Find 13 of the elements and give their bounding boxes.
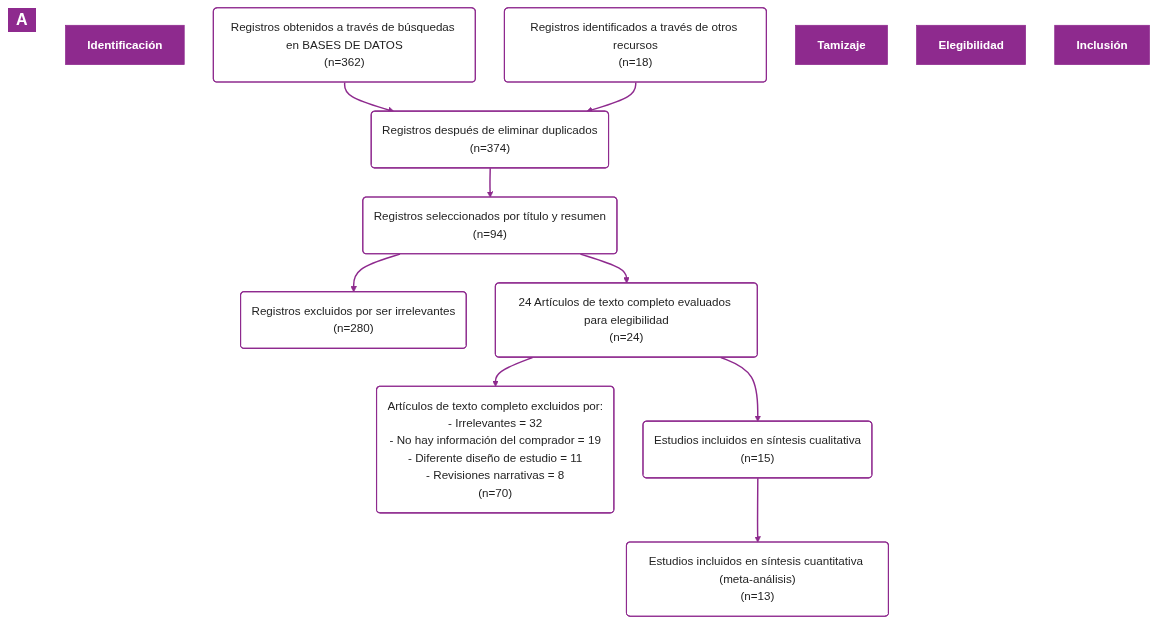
node-box: Inclusión xyxy=(1054,24,1150,65)
node-box: Elegibilidad xyxy=(916,24,1026,65)
arrow xyxy=(350,253,401,293)
panel-letter: A xyxy=(8,8,36,32)
node-box: Tamizaje xyxy=(795,24,888,65)
arrow xyxy=(343,81,395,113)
arrow xyxy=(754,477,761,543)
arrow xyxy=(486,167,494,198)
arrow xyxy=(492,356,534,387)
arrow xyxy=(579,253,630,284)
node-box: Identificación xyxy=(65,24,185,65)
arrow xyxy=(720,356,761,422)
arrow xyxy=(586,81,637,113)
